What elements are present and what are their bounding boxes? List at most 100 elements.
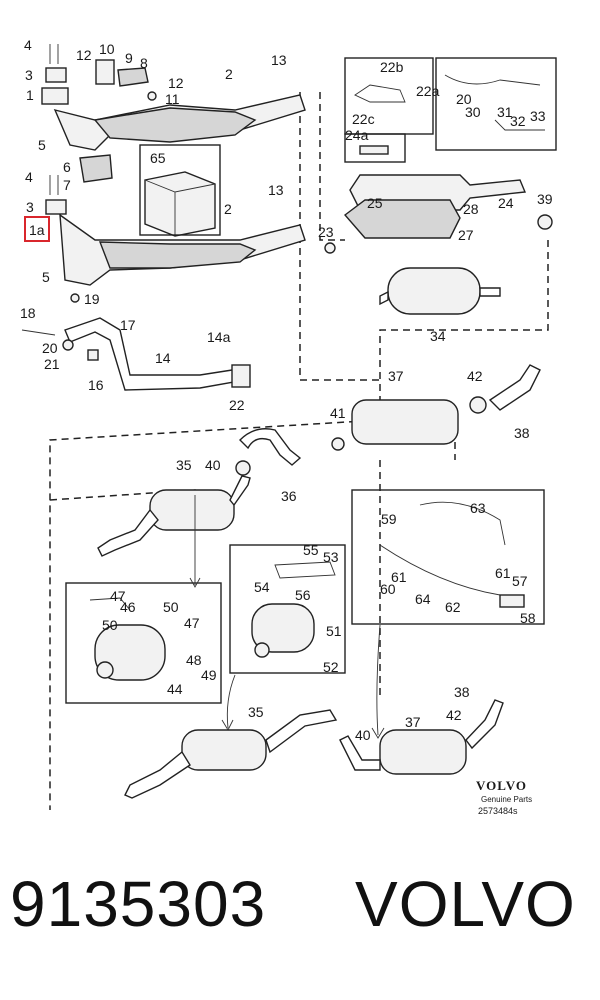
- pipe-36: [239, 428, 302, 466]
- callout-label: 7: [63, 177, 71, 193]
- callout-label: 32: [510, 113, 526, 129]
- callout-label: 14: [155, 350, 171, 366]
- callout-label: 24: [498, 195, 514, 211]
- callout-label: 13: [268, 182, 284, 198]
- callout-label: 5: [38, 137, 46, 153]
- callout-label: 47: [184, 615, 200, 631]
- callout-label: 57: [512, 573, 528, 589]
- callout-label: 42: [446, 707, 462, 723]
- detail-box-30: [435, 57, 557, 151]
- callout-label: 49: [201, 667, 217, 683]
- pipe-34-outlet: [479, 287, 501, 297]
- muffler-44-end: [96, 661, 114, 679]
- pipe-lower-front: [124, 750, 191, 799]
- callout-label: 63: [470, 500, 486, 516]
- bracket-55: [274, 561, 336, 579]
- logo-genuine-parts: Genuine Parts: [481, 795, 532, 804]
- callout-label: 48: [186, 652, 202, 668]
- callout-label: 62: [445, 599, 461, 615]
- brand-name: VOLVO: [355, 868, 576, 940]
- center-muffler-35: [149, 489, 235, 531]
- nut-20: [62, 339, 74, 351]
- heat-shield-lower: [98, 241, 257, 269]
- callout-label: 61: [495, 565, 511, 581]
- heat-shield-25: [343, 199, 461, 239]
- callout-label: 30: [465, 104, 481, 120]
- callout-label: 64: [415, 591, 431, 607]
- callout-label: 22: [229, 397, 245, 413]
- callout-label: 24a: [345, 127, 369, 143]
- gasket-3-upper: [45, 67, 67, 83]
- parts-box-65: [144, 171, 216, 237]
- exhaust-system-diagram: 4 12 10 9 8 3 12 11 13 2 1 5 65 6 7 4 3 …: [20, 37, 557, 816]
- callout-label: 20: [456, 91, 472, 107]
- clamp-41: [331, 437, 345, 451]
- callout-label: 18: [20, 305, 36, 321]
- callout-label: 38: [454, 684, 470, 700]
- footer-bar: 9135303 VOLVO: [0, 845, 600, 995]
- rear-muffler-37: [351, 399, 459, 445]
- callout-label: 1: [26, 87, 34, 103]
- callout-label: 21: [44, 356, 60, 372]
- gasket-40: [235, 460, 251, 476]
- callout-label: 58: [520, 610, 536, 626]
- callout-label: 33: [530, 108, 546, 124]
- callout-label: 9: [125, 50, 133, 66]
- pipe-lower-mid: [265, 709, 338, 754]
- bracket-6: [79, 154, 113, 183]
- callout-label: 41: [330, 405, 346, 421]
- clamp-9: [117, 67, 149, 87]
- callout-label: 55: [303, 542, 319, 558]
- callout-label: 20: [42, 340, 58, 356]
- callout-label: 8: [140, 55, 148, 71]
- callout-label: 50: [102, 617, 118, 633]
- callout-label: 16: [88, 377, 104, 393]
- callout-label: 65: [150, 150, 166, 166]
- heat-shield-upper: [93, 107, 257, 143]
- hanger-20: [444, 74, 541, 86]
- callout-label: 35: [176, 457, 192, 473]
- callout-label: 12: [76, 47, 92, 63]
- sensor-18: [21, 329, 56, 336]
- callout-label: 3: [25, 67, 33, 83]
- callout-label-highlighted: 1a: [29, 222, 45, 238]
- hanger-22a: [354, 84, 406, 103]
- callout-label: 12: [168, 75, 184, 91]
- pipe-40-lower: [339, 735, 381, 771]
- flange-22: [231, 364, 251, 388]
- detail-box-44: [65, 582, 222, 704]
- callout-label: 17: [120, 317, 136, 333]
- flow-arrow-left: [189, 495, 201, 588]
- callout-label: 11: [165, 91, 180, 107]
- pipe-35-front: [97, 508, 159, 557]
- callout-label: 2: [224, 201, 232, 217]
- parts-box-65-frame: [139, 144, 221, 236]
- part-number: 9135303: [10, 868, 267, 940]
- callout-label: 31: [497, 104, 513, 120]
- parts-box-65-edge: [144, 179, 216, 236]
- callout-label: 3: [26, 199, 34, 215]
- callout-label: 6: [63, 159, 71, 175]
- callout-label: 51: [326, 623, 342, 639]
- callout-label: 40: [205, 457, 221, 473]
- gasket-1-upper: [41, 87, 69, 105]
- callout-label: 22b: [380, 59, 404, 75]
- callout-label: 35: [248, 704, 264, 720]
- callout-labels: 4 12 10 9 8 3 12 11 13 2 1 5 65 6 7 4 3 …: [20, 37, 553, 743]
- callout-label: 25: [367, 195, 383, 211]
- pipe-34-inlet: [379, 290, 389, 306]
- pipe-35-rear: [229, 475, 251, 507]
- callout-label: 53: [323, 549, 339, 565]
- callout-label: 34: [430, 328, 446, 344]
- callout-label: 13: [271, 52, 287, 68]
- callout-label: 50: [163, 599, 179, 615]
- callout-label: 14a: [207, 329, 231, 345]
- detail-box-62: [351, 489, 545, 625]
- clamp-42: [469, 396, 487, 414]
- callout-label: 2: [225, 66, 233, 82]
- logo-volvo: VOLVO: [476, 778, 527, 793]
- muffler-51-end: [254, 642, 270, 658]
- rear-muffler-37-lower: [379, 729, 467, 775]
- tailpipe-38: [488, 364, 541, 411]
- bolt-19: [70, 293, 80, 303]
